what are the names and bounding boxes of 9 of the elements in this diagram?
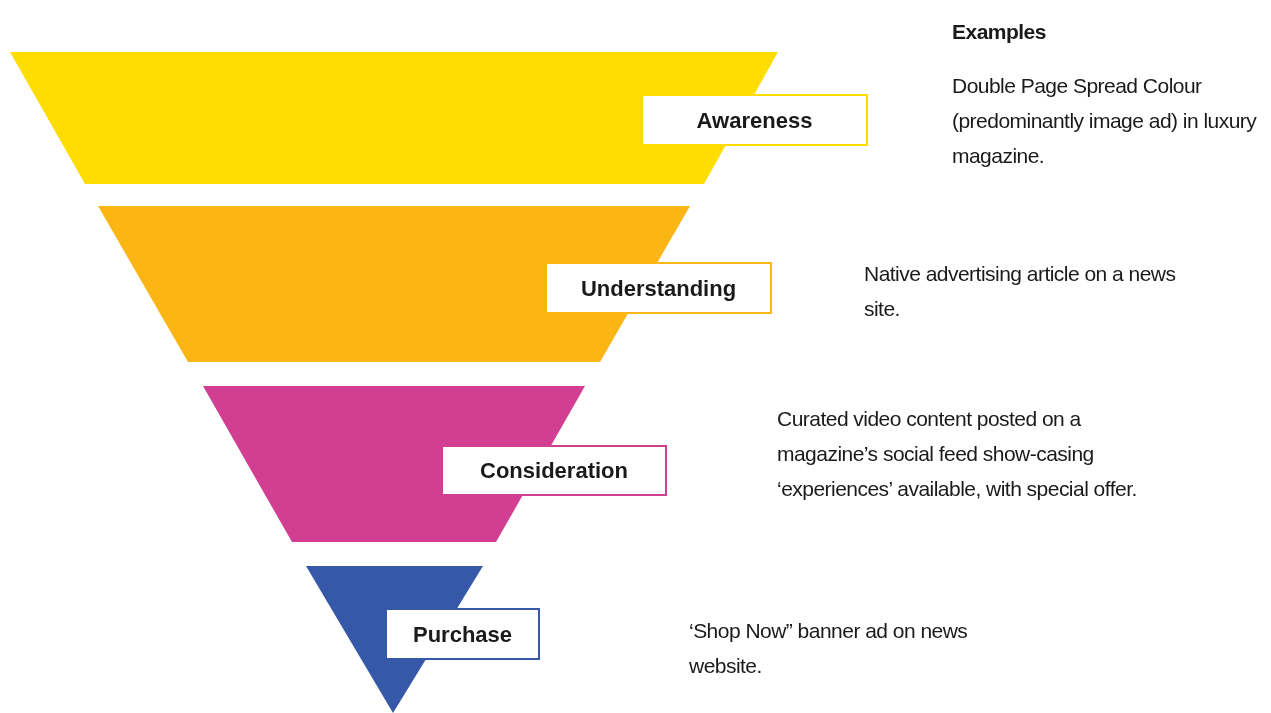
stage-label-box: Consideration xyxy=(441,445,667,496)
example-text: Native advertising article on a news site. xyxy=(864,261,1177,322)
heading: Examples xyxy=(952,19,1047,45)
example-text: Double Page Spread Colour (predominantly image ad) in luxury magazine. xyxy=(952,73,1258,169)
example-text: ‘Shop Now” banner ad on news website. xyxy=(689,618,969,679)
example-text: Curated video content posted on a magazine’s social feed show-casing ‘experiences’ available, with special offer. xyxy=(777,406,1138,502)
stage-label-box: Awareness xyxy=(641,94,868,146)
stage-label-box: Purchase xyxy=(385,608,540,660)
stage-label-box: Understanding xyxy=(545,262,772,314)
